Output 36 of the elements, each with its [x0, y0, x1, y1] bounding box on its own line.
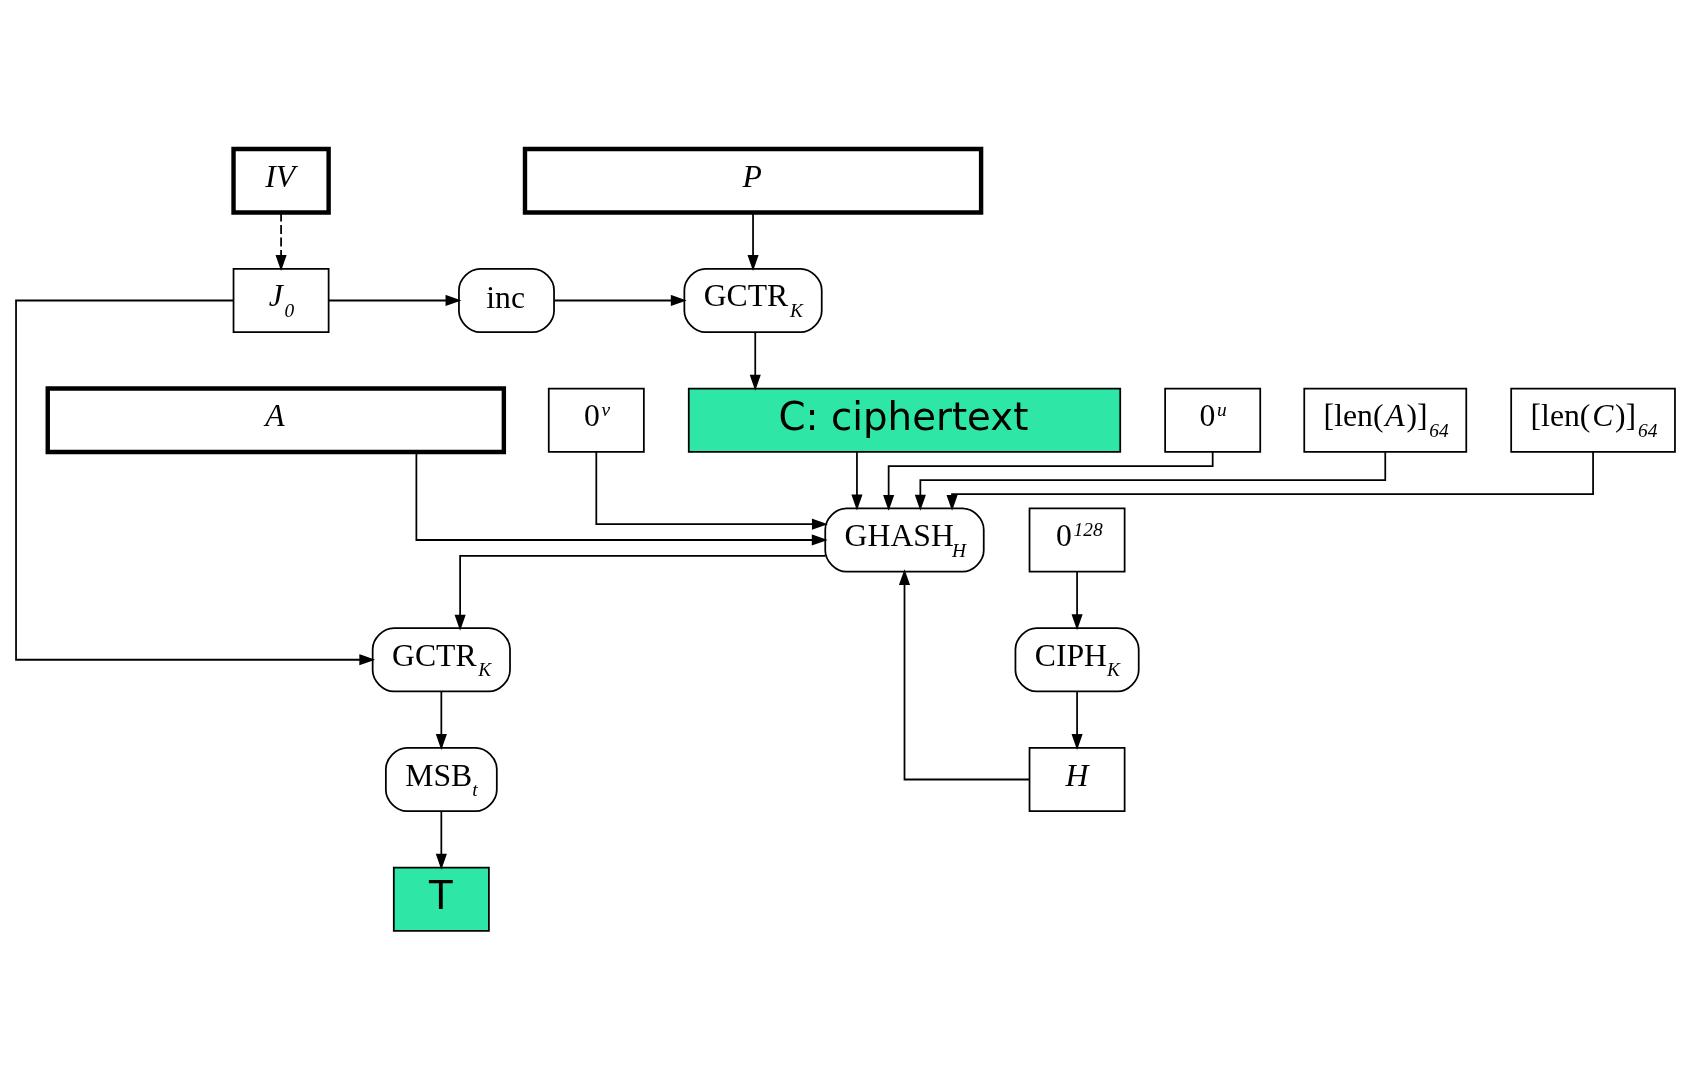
arrow	[454, 554, 826, 631]
arrow	[595, 450, 828, 530]
node-box: [len(C)]$_{64}$	[1510, 387, 1676, 453]
node-box: T	[392, 866, 490, 932]
node-box: C: ciphertext	[687, 387, 1122, 453]
arrow	[914, 450, 1387, 511]
node-box: GCTR$_{K}$	[371, 626, 511, 692]
arrow	[275, 211, 287, 271]
arrow	[946, 450, 1594, 511]
arrow	[435, 690, 447, 750]
arrow	[851, 450, 863, 510]
node-box: 0$^{128}$	[1028, 506, 1126, 573]
node-box: [len(A)]$_{64}$	[1303, 387, 1468, 453]
arrow	[15, 299, 376, 665]
node-box: 0$^{v}$	[547, 387, 645, 453]
node-box: 0$^{u}$	[1164, 387, 1262, 453]
node-box: P	[522, 146, 984, 215]
arrow	[898, 568, 1031, 780]
arrow	[328, 294, 462, 306]
node-box: A	[45, 385, 507, 454]
arrow	[749, 331, 761, 391]
arrow	[415, 450, 828, 546]
arrow	[553, 294, 687, 306]
node-box: GHASH$_{H}$	[824, 506, 985, 573]
arrow	[747, 211, 759, 271]
node-box: MSB$_{t}$	[385, 746, 498, 812]
arrow	[883, 450, 1214, 511]
node-box: J$_{0}$	[232, 267, 330, 333]
node-box: IV	[231, 146, 331, 215]
node-box: CIPH$_{K}$	[1014, 626, 1140, 692]
node-box: H	[1028, 746, 1126, 812]
node-box: inc	[458, 267, 555, 333]
node-box: GCTR$_{K}$	[683, 267, 823, 333]
arrow	[1071, 570, 1083, 630]
arrow	[435, 810, 447, 870]
arrow	[1071, 690, 1083, 750]
